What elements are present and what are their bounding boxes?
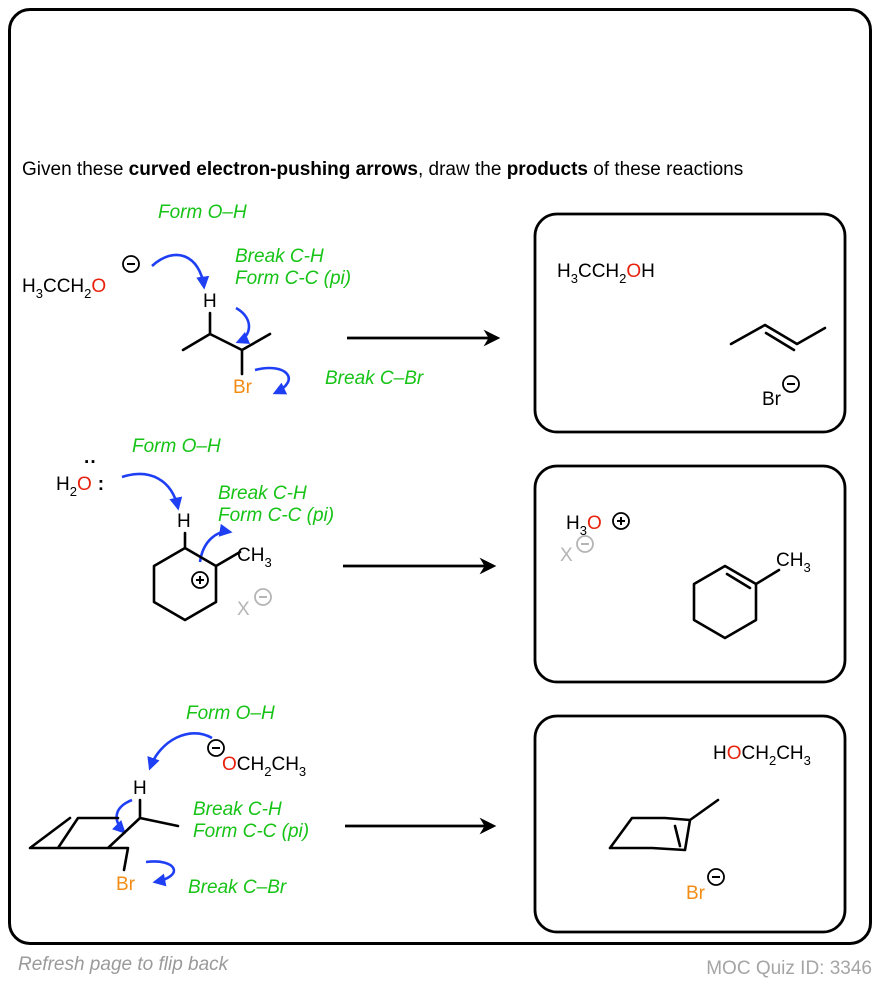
label-break-cbr: Break C–Br	[188, 877, 287, 898]
atom-h: H	[177, 511, 191, 532]
quiz-id: MOC Quiz ID: 3346	[706, 958, 872, 979]
product-alkene-pi-bond	[764, 331, 796, 352]
label-form-cc: Form C-C (pi)	[235, 268, 351, 289]
label-form-oh: Form O–H	[132, 436, 221, 457]
flip-back-hint: Refresh page to flip back	[18, 954, 229, 975]
reaction-2: Form O–H Break C-H Form C-C (pi) H2O: ··…	[56, 436, 847, 684]
negative-charge-icon	[576, 535, 594, 553]
arrow-o-to-h	[147, 732, 213, 771]
product-ethanol: H3CCH2OH	[557, 261, 655, 286]
water-reagent: H2O:	[56, 474, 104, 499]
cyclohexyl-cation-ring	[152, 531, 242, 622]
label-form-oh: Form O–H	[186, 703, 275, 724]
ethoxide-reagent: H3CCH2O	[22, 276, 106, 301]
product-box	[533, 464, 847, 684]
product-cyclohexene-chair	[608, 798, 720, 852]
substrate-skeleton	[181, 311, 272, 376]
product-alkene	[729, 323, 827, 346]
positive-charge-icon	[612, 512, 630, 530]
methyl-group: CH3	[237, 545, 272, 570]
ethoxide-reagent: OCH2CH3	[222, 754, 306, 779]
positive-charge-icon	[191, 571, 209, 589]
atom-h: H	[203, 291, 217, 312]
arrow-o-to-h	[151, 253, 210, 290]
product-methyl: CH3	[776, 550, 811, 575]
arrow-c-to-br	[145, 860, 176, 887]
label-break-ch: Break C-H	[218, 483, 307, 504]
label-form-oh: Form O–H	[158, 202, 247, 223]
cyclohexane-chair	[28, 798, 180, 872]
product-cyclohexene-ring	[692, 564, 781, 640]
negative-charge-icon	[254, 588, 272, 606]
counterion-x: X	[237, 599, 250, 620]
product-bromide: Br	[762, 389, 782, 410]
arrow-ch-to-cc	[112, 798, 133, 834]
label-form-cc: Form C-C (pi)	[218, 505, 334, 526]
product-ring-pi-bond	[725, 572, 752, 590]
atom-br: Br	[233, 377, 253, 398]
label-form-cc: Form C-C (pi)	[193, 821, 309, 842]
negative-charge-icon	[782, 375, 800, 393]
label-break-ch: Break C-H	[235, 246, 324, 267]
question-text: Given these curved electron-pushing arro…	[22, 159, 743, 180]
product-ring-pi-bond	[673, 824, 682, 848]
negative-charge-icon	[122, 255, 140, 273]
label-break-cbr: Break C–Br	[325, 368, 424, 389]
counterion-x: X	[560, 545, 573, 566]
atom-br: Br	[116, 874, 136, 895]
arrow-ch-to-cc	[198, 523, 233, 563]
product-ethanol: HOCH2CH3	[713, 743, 811, 768]
reaction-1: Form O–H Break C-H Form C-C (pi) Break C…	[22, 202, 847, 434]
arrow-ch-to-cc	[235, 306, 251, 344]
arrow-c-to-br	[254, 366, 290, 395]
product-box	[533, 212, 847, 434]
product-hydronium: H3O	[566, 513, 602, 538]
product-bromide: Br	[686, 883, 706, 904]
reaction-3: Form O–H Break C-H Form C-C (pi) Break C…	[28, 703, 847, 934]
label-break-ch: Break C-H	[193, 799, 282, 820]
quiz-card	[8, 8, 872, 945]
arrow-o-to-h	[121, 472, 183, 511]
lone-pair: ··	[84, 452, 97, 473]
negative-charge-icon	[707, 868, 725, 886]
negative-charge-icon	[207, 739, 225, 757]
atom-h: H	[133, 778, 147, 799]
